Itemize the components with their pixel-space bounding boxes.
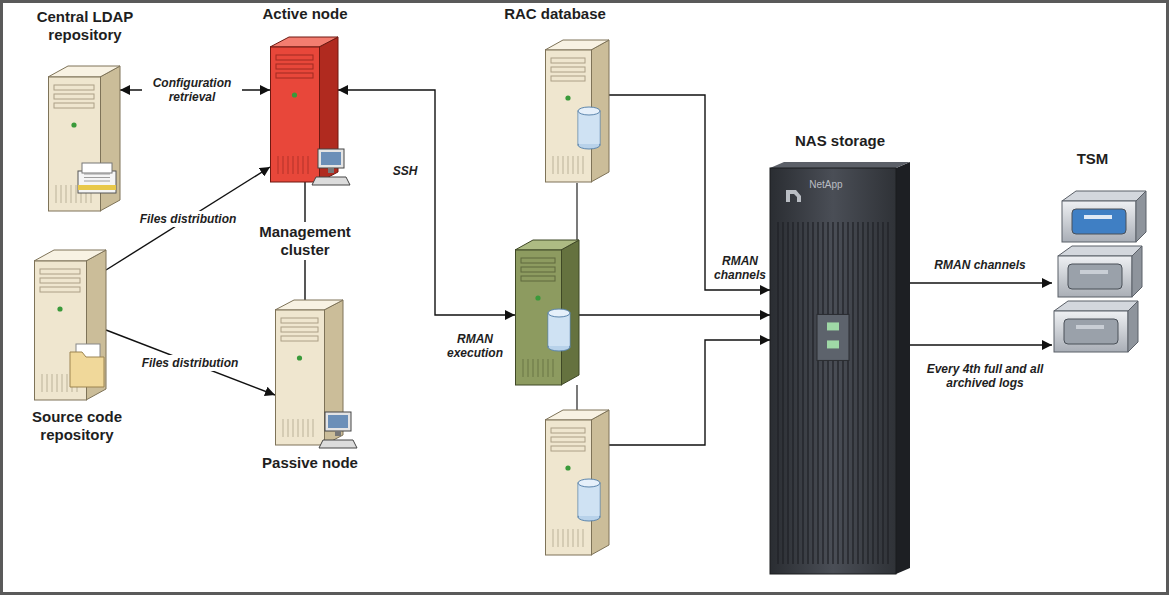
connector bbox=[338, 90, 515, 315]
server-node: RAC database bbox=[470, 5, 640, 570]
server-icon bbox=[545, 40, 609, 182]
connector-label: RMAN channels bbox=[931, 257, 1028, 273]
node-label: Source code repository bbox=[7, 408, 147, 444]
connector bbox=[579, 314, 770, 315]
server-icon bbox=[48, 66, 120, 211]
node-label: TSM bbox=[1077, 150, 1109, 168]
connector-label: Configuration retrieval bbox=[142, 75, 242, 105]
node-label: Passive node bbox=[262, 454, 358, 472]
node-label: NAS storage bbox=[795, 132, 885, 150]
vendor-logo-text: NetApp bbox=[809, 178, 842, 192]
rman-channel-lines bbox=[609, 95, 770, 445]
connector-label: RMAN channels bbox=[711, 253, 769, 283]
connector bbox=[106, 330, 275, 395]
rack-icon bbox=[770, 162, 910, 574]
connector bbox=[106, 167, 270, 270]
connector bbox=[910, 282, 1052, 283]
pc-icon bbox=[319, 410, 359, 450]
server-node: Source code repository bbox=[7, 245, 147, 480]
connector-label: Files distribution bbox=[139, 355, 242, 371]
node-label: Active node bbox=[262, 5, 347, 23]
server-node: NAS storage bbox=[760, 132, 920, 582]
server-icon bbox=[34, 250, 106, 400]
connector-label: Files distribution bbox=[137, 211, 240, 227]
connector bbox=[910, 344, 1052, 345]
tape-icon bbox=[1052, 185, 1150, 360]
pc-icon bbox=[312, 147, 352, 187]
server-icon bbox=[515, 240, 579, 385]
connector-label: Every 4th full and all archived logs bbox=[923, 361, 1048, 391]
node-label: RAC database bbox=[504, 5, 606, 23]
connector-label: RMAN execution bbox=[435, 331, 515, 361]
server-node: Passive node bbox=[245, 300, 375, 490]
protocol-label: SSH bbox=[390, 163, 421, 179]
node-label: Central LDAP repository bbox=[15, 8, 155, 44]
server-icon bbox=[545, 410, 609, 555]
connector-label: Management cluster bbox=[250, 222, 360, 260]
server-node: Central LDAP repository bbox=[15, 8, 155, 218]
server-node: TSM bbox=[1030, 150, 1155, 365]
server-node: Active node bbox=[240, 5, 370, 210]
